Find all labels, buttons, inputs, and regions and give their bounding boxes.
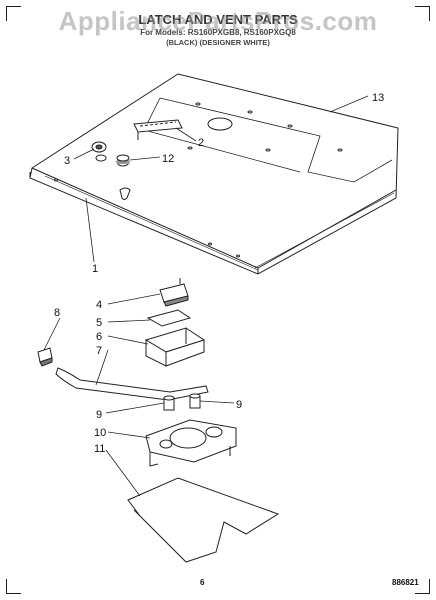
callout-4: 4 [96,299,102,311]
part-3-grommet [91,141,107,162]
crop-mark-bottom-left [6,579,21,594]
callout-5: 5 [96,317,102,329]
part-7-lock-arm [55,367,209,401]
callout-10: 10 [94,427,106,439]
callout-9-right: 9 [236,399,242,411]
callout-8: 8 [54,307,60,319]
diagram-title: LATCH AND VENT PARTS [138,12,298,27]
part-10-latch-assembly [145,419,237,467]
callout-1: 1 [92,263,98,275]
leader-lines [43,95,369,497]
callout-9-left: 9 [96,409,102,421]
part-6-bracket [144,327,206,367]
part-11-plate [127,477,280,563]
diagram-code: 886821 [392,578,419,587]
callout-12: 12 [162,153,174,165]
part-2-vent-clip [133,119,183,140]
callout-11: 11 [94,443,105,455]
part-8-knob [37,347,53,367]
callout-2: 2 [198,137,204,149]
crop-mark-bottom-right [415,579,430,594]
callout-13: 13 [372,92,384,104]
callout-labels: 13 2 3 12 1 4 5 6 7 8 9 9 10 11 [54,92,384,455]
part-12-plug [116,154,130,167]
watermark: AppliancePartsPros.com [58,6,378,36]
crop-mark-top-right [415,6,430,21]
part-4-latch-switch [159,278,189,307]
part-5-insulator [146,309,192,327]
callout-7: 7 [96,345,102,357]
part-9-spacers [163,393,201,411]
color-variants: (BLACK) (DESIGNER WHITE) [166,38,270,47]
crop-mark-top-left [6,6,21,21]
callout-6: 6 [96,331,102,343]
callout-3: 3 [64,155,70,167]
page-number: 6 [200,578,205,587]
top-panel [29,73,399,275]
model-numbers: For Models: RS160PXGB8, RS160PXGQ8 [140,28,296,37]
